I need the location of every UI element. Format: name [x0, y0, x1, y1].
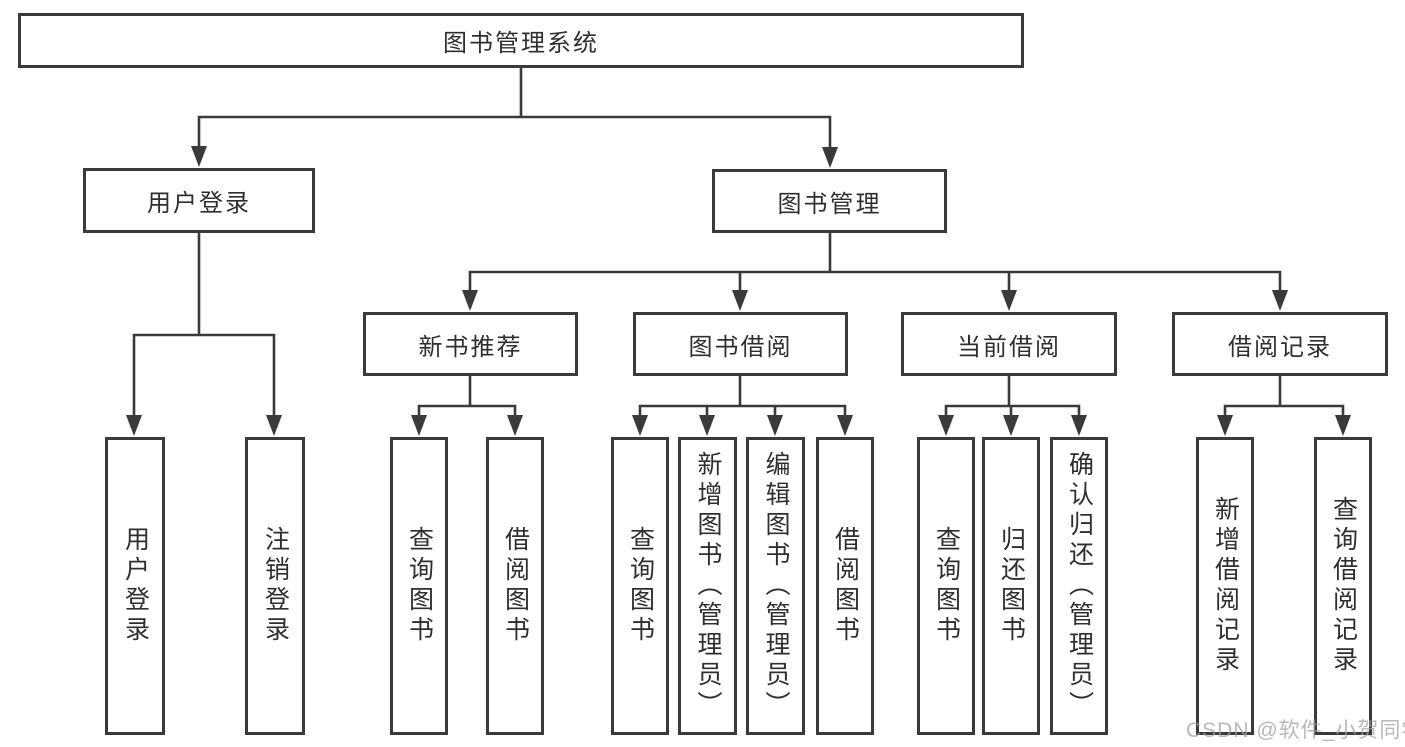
- leaf-add-borrow-record: 新增借阅记录: [1196, 437, 1254, 735]
- node-new-book-recommend: 新书推荐: [363, 312, 578, 376]
- leaf-edit-books-admin: 编辑图书（管理员）: [746, 437, 805, 735]
- csdn-watermark: CSDN @软件_小贺同学: [1186, 719, 1405, 742]
- leaf-query-borrow-record: 查询借阅记录: [1314, 437, 1372, 735]
- node-borrow-records: 借阅记录: [1172, 312, 1388, 376]
- leaf-borrow-books-recommend: 借阅图书: [486, 437, 544, 735]
- node-current-borrow: 当前借阅: [901, 312, 1117, 376]
- leaf-add-books-admin: 新增图书（管理员）: [678, 437, 737, 735]
- leaf-user-login: 用户登录: [105, 437, 165, 735]
- arrowhead-icons: [126, 146, 1351, 436]
- leaf-logout: 注销登录: [245, 437, 305, 735]
- node-user-login: 用户登录: [83, 168, 315, 233]
- node-library-management-system: 图书管理系统: [18, 13, 1024, 68]
- node-book-borrow: 图书借阅: [633, 312, 848, 376]
- node-book-management: 图书管理: [712, 169, 947, 233]
- leaf-query-books-current: 查询图书: [917, 437, 975, 735]
- leaf-confirm-return-admin: 确认归还（管理员）: [1050, 437, 1108, 735]
- leaf-query-books-borrow: 查询图书: [611, 437, 669, 735]
- leaf-return-books: 归还图书: [982, 437, 1040, 735]
- leaf-borrow-books: 借阅图书: [816, 437, 874, 735]
- leaf-query-books-recommend: 查询图书: [390, 437, 448, 735]
